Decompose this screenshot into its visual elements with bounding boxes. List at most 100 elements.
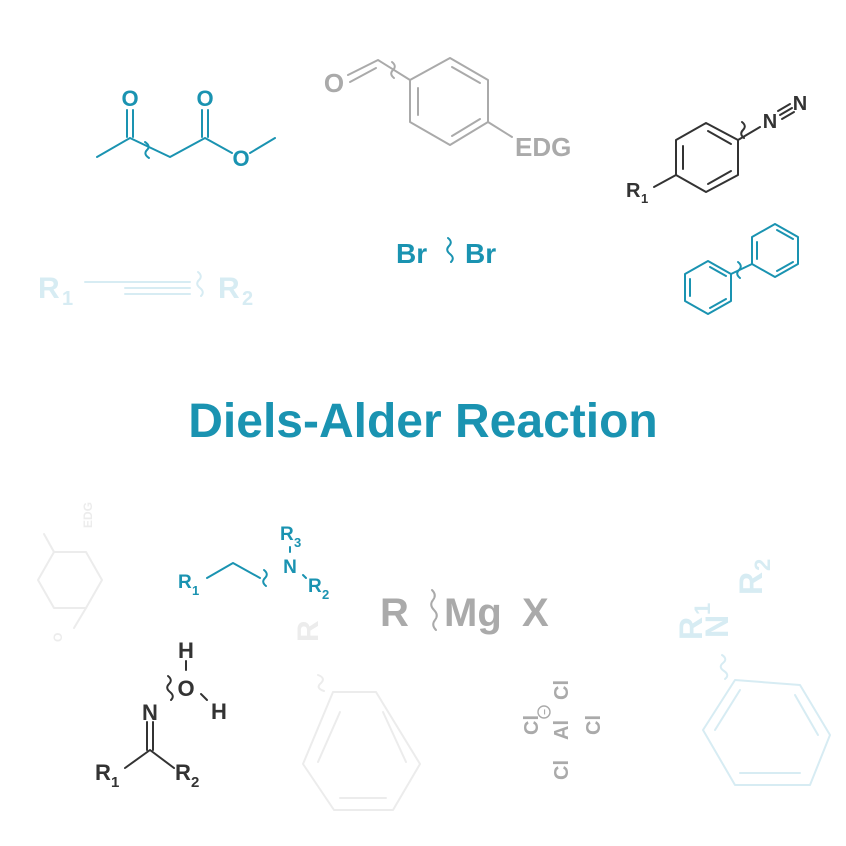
atom-label: O	[324, 68, 344, 98]
bond-line	[653, 174, 677, 188]
bond-line	[707, 130, 732, 145]
atom-label: Cl	[521, 715, 543, 735]
wavy-bond-icon	[740, 121, 746, 139]
wavy-bond-icon	[736, 261, 742, 279]
bond-line	[781, 111, 795, 120]
atom-label: R	[380, 591, 409, 635]
atom-subscript: 2	[322, 587, 329, 602]
atom-label: R	[733, 572, 769, 595]
atom-subscript: 1	[641, 191, 648, 206]
bond-line	[124, 749, 175, 769]
atom-label: N	[793, 93, 807, 115]
wavy-bond-icon	[196, 271, 204, 297]
bond-line	[776, 261, 794, 272]
atom-label: X	[522, 591, 549, 635]
atom-label: Mg	[444, 591, 502, 635]
wavy-bond-icon	[166, 675, 174, 701]
bond-line	[96, 137, 233, 158]
bond-line	[776, 229, 794, 240]
biphenyl	[684, 223, 799, 315]
methyl-acetoacetate: O O O	[96, 86, 276, 171]
atom-subscript: 3	[294, 535, 301, 550]
bond-line	[73, 607, 87, 629]
tertiary-amine: R 1 N R 2 R 3	[178, 524, 329, 602]
atom-label: R	[292, 620, 325, 642]
atom-subscript: 2	[191, 774, 199, 791]
atom-subscript: 1	[62, 288, 73, 310]
atom-label: Cl	[551, 760, 573, 780]
atom-label: N	[699, 615, 735, 638]
atom-label: O	[177, 676, 194, 701]
atom-label: Cl	[583, 715, 605, 735]
bond-line	[714, 689, 741, 731]
bond-line	[684, 260, 732, 315]
bond-line	[37, 551, 103, 609]
atom-label: Br	[465, 238, 496, 269]
bond-line	[200, 693, 208, 701]
atom-label: EDG	[515, 132, 571, 162]
bond-line	[249, 137, 276, 154]
bond-line	[43, 533, 55, 553]
negative-charge-icon	[537, 705, 551, 719]
wavy-bond-icon	[144, 141, 150, 159]
bond-line	[487, 121, 513, 138]
wavy-bond-icon	[430, 589, 438, 631]
aryl-diazonium: R 1 N N	[626, 93, 807, 206]
bond-line	[347, 59, 411, 81]
grignard-reagent: R Mg X	[380, 589, 549, 635]
aniline-faint: R 1 N R 2	[673, 559, 831, 786]
charge-label: −	[540, 709, 551, 715]
bond-line	[707, 170, 732, 185]
oxime-water: H O H N R 1 R 2	[95, 638, 227, 791]
benzaldehyde-edg: O EDG	[324, 57, 571, 162]
atom-label: R	[178, 572, 192, 593]
atom-label: R	[95, 760, 111, 785]
atom-subscript: 2	[242, 288, 253, 310]
atom-label: Br	[396, 238, 427, 269]
bond-line: R 2	[733, 559, 775, 595]
atom-label: Cl	[551, 680, 573, 700]
bond-line	[302, 691, 421, 811]
wavy-bond-icon	[317, 674, 325, 692]
atom-label: R	[280, 524, 294, 545]
page-title: Diels-Alder Reaction	[188, 395, 657, 448]
atom-label: R	[175, 760, 191, 785]
bond-line	[702, 679, 831, 786]
atom-label: R	[308, 576, 322, 597]
atom-label: O	[51, 633, 65, 642]
atom-subscript: 1	[192, 583, 199, 598]
bond-line	[349, 67, 377, 83]
alkyne: R 1 R 2	[38, 271, 253, 310]
bond-line	[382, 711, 407, 763]
atom-label: Al	[551, 720, 573, 740]
atom-label: R	[673, 617, 709, 640]
bond-line	[302, 574, 307, 579]
atom-subscript: 2	[750, 559, 775, 571]
atom-label: R	[38, 272, 60, 305]
bond-line	[779, 107, 793, 116]
bond-line	[730, 263, 753, 275]
atom-label: N	[763, 111, 777, 133]
bond-line	[451, 118, 481, 137]
atom-label: N	[142, 700, 158, 725]
wavy-bond-icon	[390, 61, 396, 79]
bond-line	[675, 122, 739, 193]
bond-line	[794, 694, 819, 736]
bond-line	[409, 57, 489, 146]
bond-line	[751, 223, 799, 278]
wavy-bond-icon	[262, 569, 268, 587]
wavy-bond-icon	[446, 237, 454, 263]
atom-label: H	[211, 699, 227, 724]
bond-line	[737, 126, 761, 141]
tetrachloroaluminate: Cl Al Cl Cl Cl −	[521, 680, 605, 780]
atom-label: R	[218, 272, 240, 305]
benzaldehyde-edg-faint: EDG O	[37, 502, 103, 642]
atom-label: O	[232, 146, 249, 171]
bromine: Br Br	[396, 237, 496, 269]
atom-subscript: 1	[111, 774, 119, 791]
bond-line	[777, 103, 791, 112]
atom-label: O	[196, 86, 213, 111]
atom-label: EDG	[81, 502, 95, 528]
wavy-bond-icon	[719, 654, 729, 680]
